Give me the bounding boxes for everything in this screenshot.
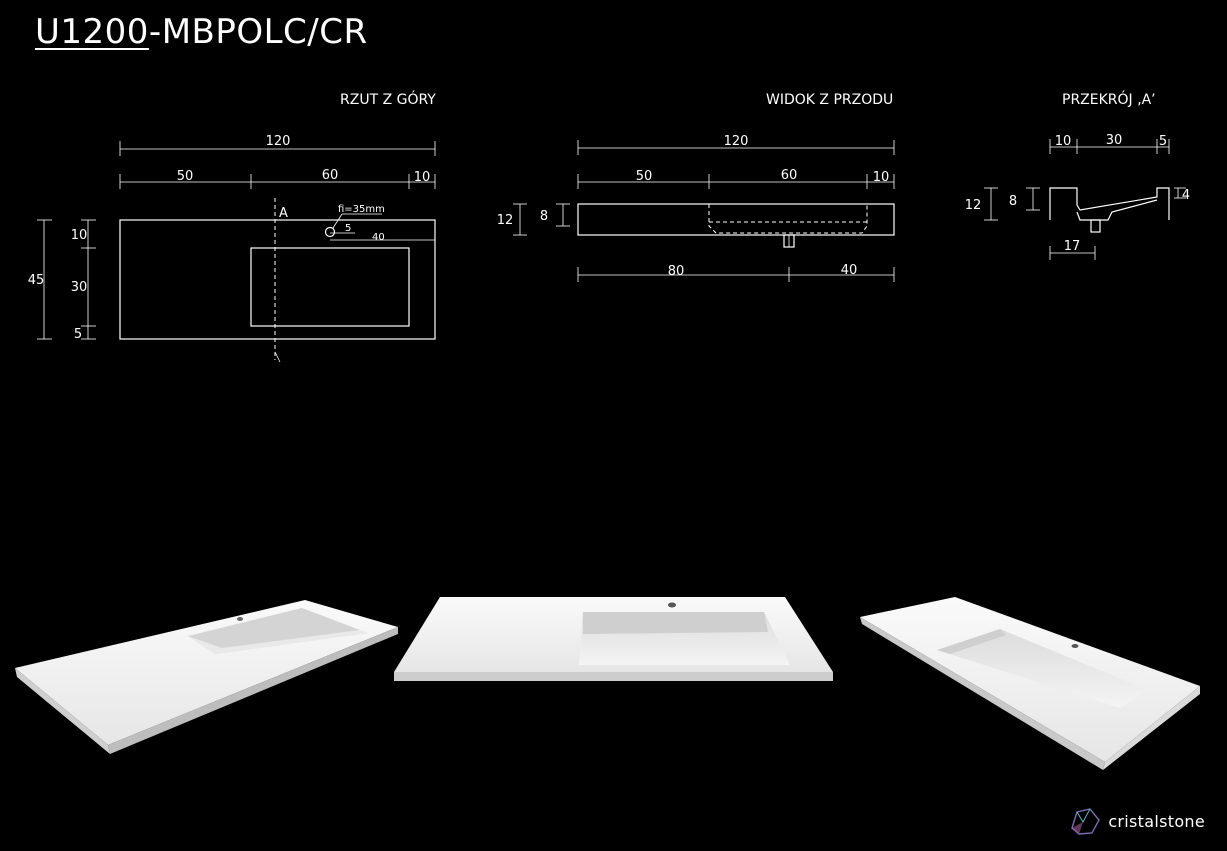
top-view: 120 50 60 10 A fi=35mm 5 40 45 (28, 134, 436, 363)
front-outline (577, 203, 895, 236)
front-dim-12: 12 (497, 213, 514, 228)
render-left-perspective (15, 600, 398, 754)
section-dim-8: 8 (1009, 194, 1017, 209)
section-mark-a: A (279, 206, 288, 221)
top-dim-50: 50 (177, 169, 194, 184)
render-right-perspective (860, 597, 1200, 770)
brand-name: cristalstone (1108, 811, 1205, 831)
model-code-underlined: U1200 (35, 12, 149, 52)
front-dim-80: 80 (668, 264, 685, 279)
front-dim-50: 50 (636, 169, 653, 184)
front-dim-40: 40 (841, 263, 858, 278)
tap-hole (324, 226, 336, 238)
top-dim-30: 30 (71, 280, 88, 295)
top-dim-10: 10 (414, 170, 431, 185)
top-dim-5-back: 5 (74, 327, 82, 342)
front-dim-120: 120 (724, 134, 749, 149)
front-view: 120 50 60 10 80 40 12 8 (497, 134, 895, 282)
front-view-label: WIDOK Z PRZODU (766, 92, 894, 108)
top-outline (119, 219, 436, 340)
section-dim-17: 17 (1064, 239, 1081, 254)
section-dim-30: 30 (1106, 133, 1123, 148)
section-view: 10 30 5 12 8 4 17 (965, 133, 1190, 260)
product-title: U1200-MBPOLC/CR (35, 12, 368, 52)
front-dim-60: 60 (781, 168, 798, 183)
top-dim-40-hole: 40 (372, 232, 385, 243)
top-basin (250, 247, 410, 327)
top-dim-45: 45 (28, 273, 45, 288)
model-code-rest: -MBPOLC/CR (148, 12, 368, 52)
section-view-label: PRZEKRÓJ ‚A’ (1062, 92, 1156, 108)
section-dim-5: 5 (1159, 134, 1167, 149)
section-dim-10: 10 (1055, 134, 1072, 149)
section-dim-12: 12 (965, 198, 982, 213)
top-dim-60: 60 (322, 168, 339, 183)
crystal-logo-icon (1071, 808, 1101, 835)
brand-logo: cristalstone (1068, 805, 1205, 837)
front-dim-8: 8 (540, 209, 548, 224)
render-center-front (394, 597, 833, 681)
top-dim-10-front: 10 (71, 228, 88, 243)
top-dim-5-hole: 5 (345, 223, 351, 234)
top-view-label: RZUT Z GÓRY (340, 92, 436, 108)
hole-diameter-label: fi=35mm (338, 204, 385, 215)
front-dim-10: 10 (873, 170, 890, 185)
top-dim-120: 120 (266, 134, 291, 149)
section-drain (1090, 219, 1101, 233)
section-dim-4: 4 (1182, 188, 1190, 203)
